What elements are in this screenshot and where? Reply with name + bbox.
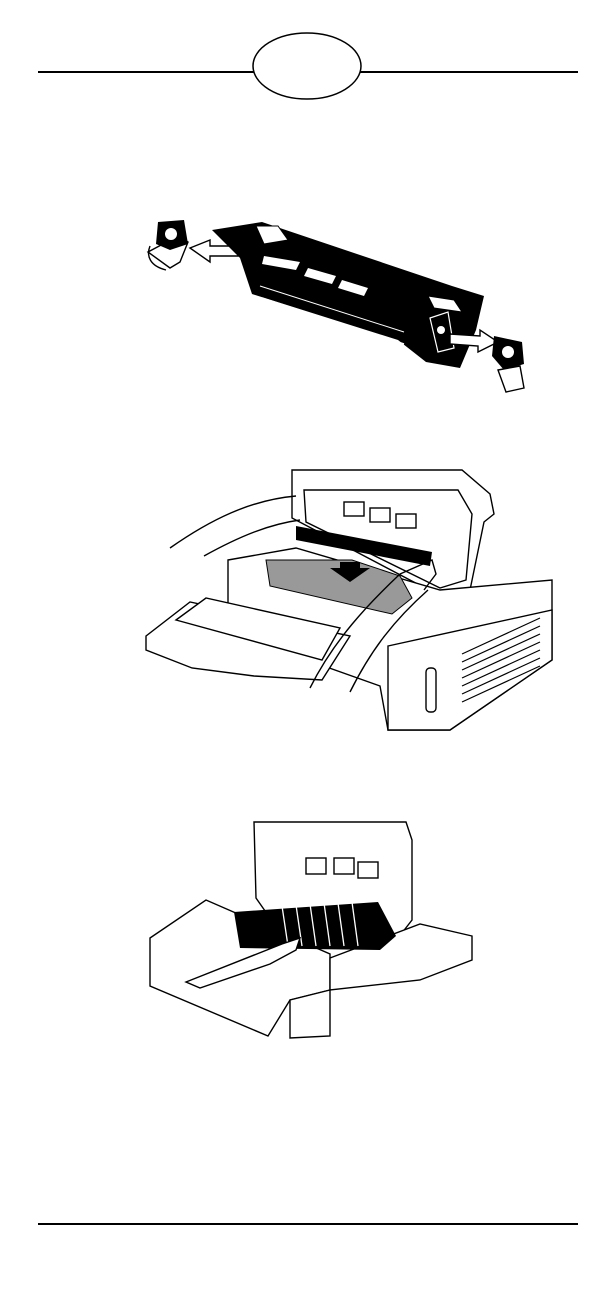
footer-rule bbox=[0, 0, 613, 1299]
